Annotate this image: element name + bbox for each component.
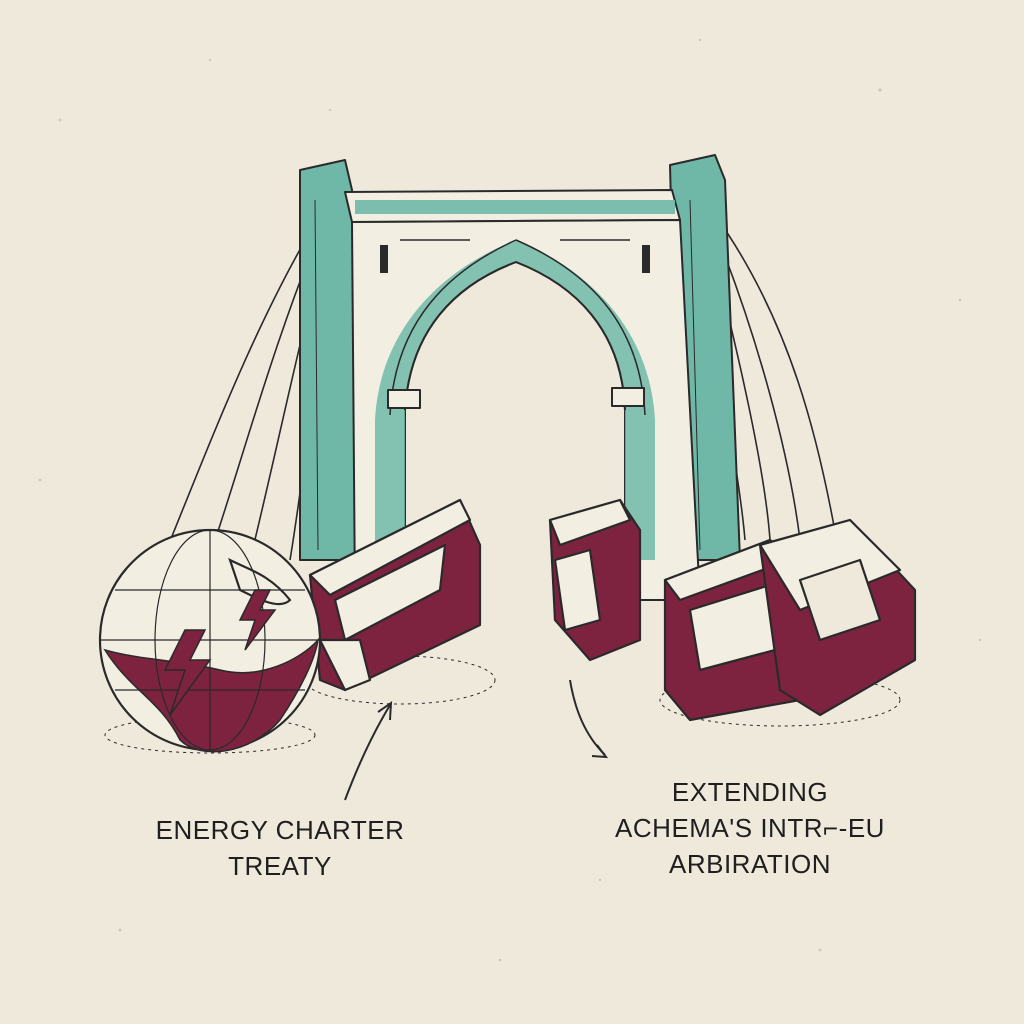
caption-right-line3: ARBIRATION (669, 849, 831, 879)
caption-intra-eu-arbitration: EXTENDING ACHEMA'S INTR⌐-EU ARBIRATION (600, 774, 900, 882)
caption-left-line2: TREATY (228, 851, 332, 881)
broken-ring-left (304, 498, 496, 705)
caption-left-line1: ENERGY CHARTER (155, 815, 405, 845)
caption-energy-charter-treaty: ENERGY CHARTER TREATY (150, 812, 410, 884)
bridge-icon (299, 154, 741, 601)
arrow-icon (344, 679, 609, 801)
chain-links-right (548, 498, 917, 727)
caption-right-line1: EXTENDING (671, 777, 829, 807)
caption-right-line2: ACHEMA'S INTR⌐-EU (615, 813, 885, 843)
paper-texture (38, 38, 982, 962)
lightning-bolt-icon (163, 589, 277, 716)
globe-icon (98, 528, 322, 754)
